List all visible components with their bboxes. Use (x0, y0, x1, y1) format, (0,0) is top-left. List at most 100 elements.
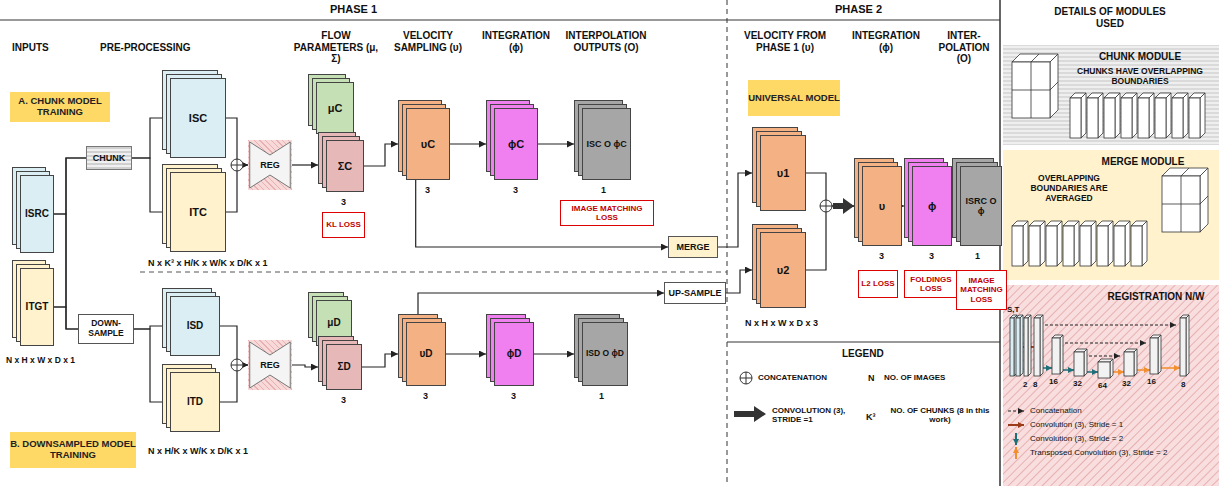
drawing (231, 359, 243, 371)
text-wrap: FOLDINGS LOSS (905, 275, 957, 293)
drawing (1057, 221, 1062, 266)
label: 16 (1049, 377, 1058, 386)
chunk-box: CHUNK (86, 146, 132, 170)
drawing (1070, 98, 1081, 138)
image-volume: υ (862, 166, 902, 246)
drawing (1074, 352, 1084, 376)
label: N x H x W x D x 1 (6, 356, 75, 366)
label: INTEGRATION (ϕ) (850, 30, 922, 53)
volume-drawing (1074, 349, 1087, 376)
text-wrap: A. CHUNK MODEL TRAINING (10, 96, 110, 118)
legend-text: Transposed Convolution (3), Stride = 2 (1030, 448, 1167, 457)
image-volume: υD (406, 322, 446, 386)
drawing (1115, 93, 1120, 138)
node-text: REG (260, 160, 280, 170)
text-wrap: DOWN-SAMPLE (79, 319, 133, 339)
text-wrap: ITGT (26, 301, 49, 313)
conv-arrow-symbol (734, 406, 766, 422)
node-text: ΣD (337, 361, 350, 373)
node-text: υC (421, 138, 435, 151)
label: 32 (1122, 379, 1131, 388)
connector (534, 353, 574, 354)
text-wrap: UNIVERSAL MODEL (748, 93, 840, 104)
connector (416, 180, 668, 247)
label: 1 (599, 391, 604, 401)
drawing (1040, 315, 1043, 376)
registration-network: REG (248, 140, 292, 190)
drawing (1181, 168, 1189, 176)
legend-text: Convolution (3), Stride = 1 (1030, 420, 1123, 429)
drawing (1010, 318, 1014, 376)
text-wrap: ΣD (337, 361, 350, 373)
drawing (1200, 93, 1205, 138)
volume-drawing (1087, 93, 1103, 138)
text-wrap: UP-SAMPLE (668, 288, 721, 298)
drawing (1183, 93, 1188, 138)
node-text: IMAGE MATCHING LOSS (957, 276, 1006, 304)
node-text: ϕ (928, 200, 936, 213)
label: INPUTS (12, 42, 49, 54)
label: 8 (1033, 380, 1037, 389)
connector (362, 354, 398, 367)
node-text: ϕC (508, 138, 524, 151)
label: INTER-POLATION (O) (930, 30, 998, 65)
section-tag: B. DOWNSAMPLED MODEL TRAINING (10, 432, 136, 468)
volume-drawing (1180, 315, 1189, 376)
drawing (1024, 318, 1028, 376)
node-text: μC (328, 102, 343, 115)
volume-drawing (1098, 359, 1113, 378)
node-text: ΣC (338, 160, 353, 173)
text-wrap: IMAGE MATCHING LOSS (561, 204, 653, 222)
volume-drawing (1012, 54, 1058, 118)
node-text: CHUNK (93, 153, 126, 163)
label: 16 (1147, 377, 1156, 386)
image-volume: ϕ (912, 166, 952, 246)
process-box: DOWN-SAMPLE (78, 314, 134, 344)
label: PHASE 2 (835, 3, 882, 16)
volume-drawing (1189, 93, 1205, 138)
drawing (820, 200, 832, 212)
reg-shape (250, 342, 290, 388)
connector (134, 329, 162, 402)
drawing (1091, 221, 1096, 266)
node-text: IMAGE MATCHING LOSS (561, 204, 653, 222)
drawing (1084, 349, 1087, 376)
drawing (1050, 82, 1058, 90)
text-wrap: L2 LOSS (861, 279, 894, 288)
label: S,T (1007, 305, 1019, 314)
drawing (1162, 176, 1200, 232)
concat-symbol (820, 200, 832, 212)
drawing (1162, 204, 1200, 205)
connector (54, 307, 78, 329)
image-volume: ITC (170, 172, 226, 252)
drawing (237, 159, 238, 171)
concat-symbol (231, 159, 243, 171)
label: 3 (929, 251, 934, 261)
merge-panel-ground (1003, 150, 1219, 280)
label: NO. OF IMAGES (884, 373, 945, 382)
volume-drawing (1138, 93, 1154, 138)
drawing (1012, 62, 1050, 118)
drawing (1028, 315, 1031, 376)
drawing (231, 159, 243, 171)
image-volume: ΣD (326, 344, 362, 390)
label: INTERPOLATION OUTPUTS (O) (560, 30, 652, 53)
volume-drawing (1097, 221, 1113, 266)
volume-drawing (1034, 315, 1043, 376)
phase-divider (727, 0, 728, 486)
legend-text: CONVOLUTION (3), STRIDE =1 (772, 406, 860, 424)
model-divider (140, 272, 727, 273)
label: 1 (601, 185, 606, 195)
image-volume: ΣC (326, 140, 364, 192)
module-panel: CHUNK MODULECHUNKS HAVE OVERLAPPING BOUN… (1003, 45, 1219, 145)
loss-box: IMAGE MATCHING LOSS (560, 200, 654, 226)
text-wrap: ISD O ϕD (586, 349, 624, 359)
text-wrap: KL LOSS (326, 220, 361, 229)
volume-drawing (1052, 335, 1063, 374)
drawing (1200, 196, 1208, 204)
text-wrap: ISC (189, 112, 207, 125)
node-text: ISD (187, 320, 204, 332)
reg-legend-samples (1008, 411, 1024, 459)
text-wrap: ITD (187, 396, 203, 408)
